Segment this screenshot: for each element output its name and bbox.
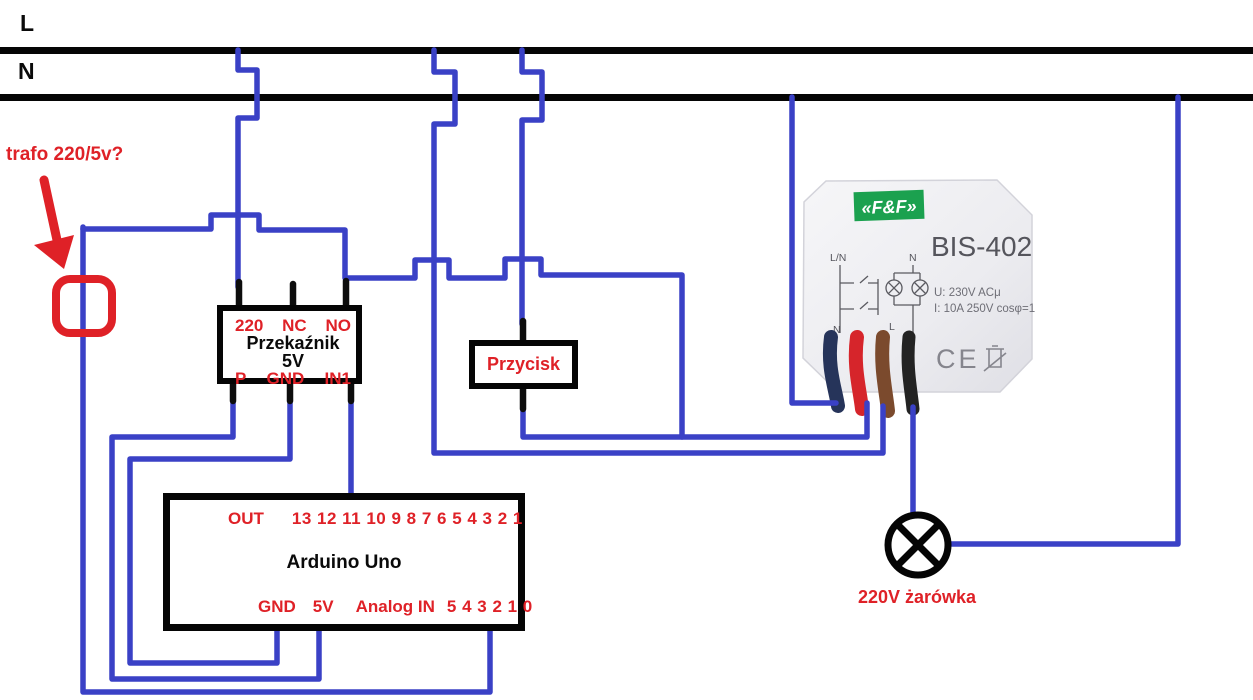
neutral-bus-line (0, 94, 1253, 101)
relay-terminal-p: P (235, 369, 247, 388)
weee-bin-icon (983, 345, 1007, 372)
trafo-annotation-label: trafo 220/5v? (6, 144, 124, 165)
live-bus-line (0, 47, 1253, 54)
neutral-bus-label: N (18, 58, 35, 84)
bis402-spec-voltage: U: 230V ACμ (934, 287, 1001, 299)
wire-neutral-to-bis-navy (789, 94, 839, 406)
relay-box: 220 NC NO Przekaźnik 5V P GND IN1 (217, 305, 362, 387)
wire-bulb-to-neutral (946, 94, 1181, 547)
bulb-circle (884, 511, 952, 579)
push-button-label: Przycisk (486, 354, 561, 374)
bulb-symbol (884, 511, 952, 579)
relay-terminal-220: 220 (235, 316, 264, 335)
push-button-box: Przycisk (469, 340, 578, 389)
terminal-pins (229, 277, 527, 413)
wire-live-to-relay-220 (235, 47, 260, 290)
wire-live-to-bis-brown (431, 47, 886, 456)
relay-terminals-top: 220 NC NO (235, 317, 351, 334)
lead-wire-red (848, 330, 869, 416)
arduino-analog-label: Analog IN (355, 597, 435, 616)
bis402-model-text: BIS-402 (931, 231, 1032, 262)
arduino-title: Arduino Uno (286, 551, 402, 573)
fandf-logo-text: «F&F» (861, 196, 917, 218)
bis402-label-ln: L/N (830, 252, 846, 264)
wire-relay-gnd-to-arduino-gnd (127, 396, 293, 666)
live-bus-label: L (20, 10, 35, 36)
trafo-symbol-box (52, 275, 116, 337)
bis402-printed-schematic (839, 265, 929, 335)
fandf-logo-badge (853, 189, 925, 222)
trafo-arrow-shaft (39, 175, 62, 245)
bis402-spec-current: I: 10A 250V cosφ=1 (934, 303, 1035, 315)
relay-terminal-nc: NC (282, 316, 307, 335)
wire-relay-p-to-arduino-5v (109, 396, 322, 682)
wire-trafo-to-relay-no-and-button-net (80, 212, 685, 440)
bis402-label-n-top: N (909, 252, 917, 264)
lead-wire-black (901, 330, 920, 416)
bis402-label-l-bottom: L (889, 321, 895, 333)
bulb-cross (893, 520, 943, 570)
arduino-digital-row: OUT 13 12 11 10 9 8 7 6 5 4 3 2 1 (170, 509, 522, 528)
arduino-5v-label: 5V (312, 597, 334, 616)
trafo-arrow-head (34, 235, 74, 269)
relay-terminal-in1: IN1 (324, 369, 351, 388)
arduino-power-analog-row: GND 5V Analog IN 5 4 3 2 1 0 (170, 597, 532, 616)
wire-live-to-button-top (519, 47, 545, 327)
arduino-out-label: OUT (228, 509, 264, 528)
relay-terminal-no: NO (325, 316, 352, 335)
wire-trafo-to-analog0 (80, 224, 493, 695)
bulb-label: 220V żarówka (858, 587, 977, 607)
arduino-analog-pins: 5 4 3 2 1 0 (446, 597, 533, 616)
arduino-digital-pins: 13 12 11 10 9 8 7 6 5 4 3 2 1 (291, 509, 523, 528)
bis402-label-n-bottom: N (833, 324, 841, 336)
ce-mark: CE (936, 344, 980, 374)
relay-title: Przekaźnik 5V (246, 333, 340, 371)
arduino-gnd-label: GND (258, 597, 296, 616)
relay-terminal-gnd: GND (266, 369, 305, 388)
relay-terminals-bottom: P GND IN1 (235, 370, 351, 387)
lead-wire-brown (875, 330, 895, 418)
wire-button-bottom-to-bis-red (520, 400, 870, 440)
arduino-box: OUT 13 12 11 10 9 8 7 6 5 4 3 2 1 Arduin… (163, 493, 532, 631)
